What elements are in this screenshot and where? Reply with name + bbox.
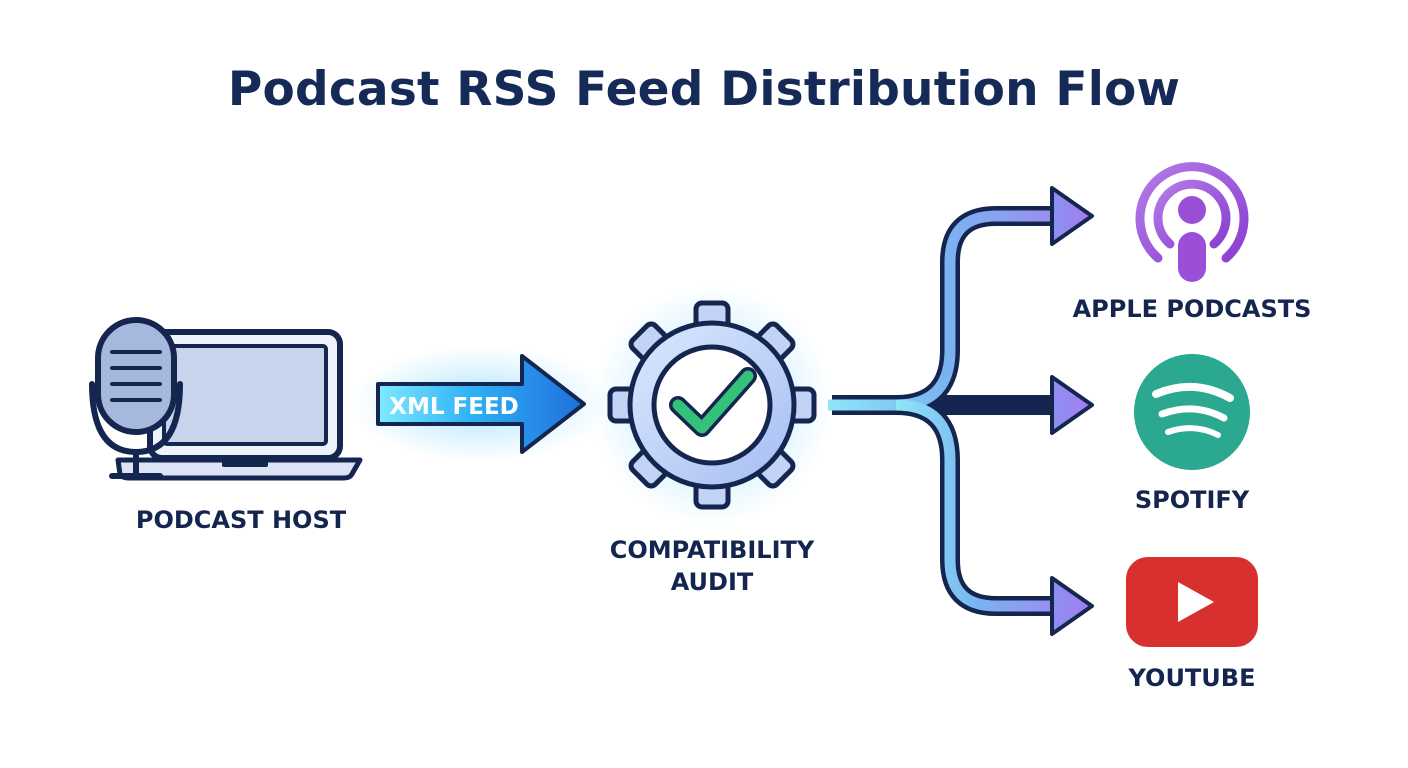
audit-label-line1: COMPATIBILITY: [609, 536, 815, 564]
youtube-label: YOUTUBE: [1128, 664, 1256, 692]
arrowhead-youtube: [1050, 576, 1094, 636]
audit-label: COMPATIBILITY AUDIT: [560, 534, 864, 598]
arrowhead-spotify: [1050, 375, 1094, 435]
distribution-branches: [828, 186, 1094, 636]
xml-feed-label: XML FEED: [389, 394, 519, 420]
spotify-icon: [1134, 354, 1250, 470]
youtube-icon: [1126, 557, 1258, 647]
microphone-laptop-icon: [89, 317, 363, 481]
apple-podcasts-icon: [1135, 162, 1249, 282]
spotify-label: SPOTIFY: [1134, 486, 1250, 514]
audit-label-line2: AUDIT: [670, 568, 754, 596]
xml-feed-arrow: XML FEED: [350, 346, 610, 462]
arrowhead-apple: [1050, 186, 1094, 246]
apple-podcasts-label: APPLE PODCASTS: [1072, 295, 1312, 323]
page-title: Podcast RSS Feed Distribution Flow: [227, 62, 1181, 117]
podcast-host-label: PODCAST HOST: [135, 506, 347, 534]
gear-check-icon: [592, 285, 832, 525]
